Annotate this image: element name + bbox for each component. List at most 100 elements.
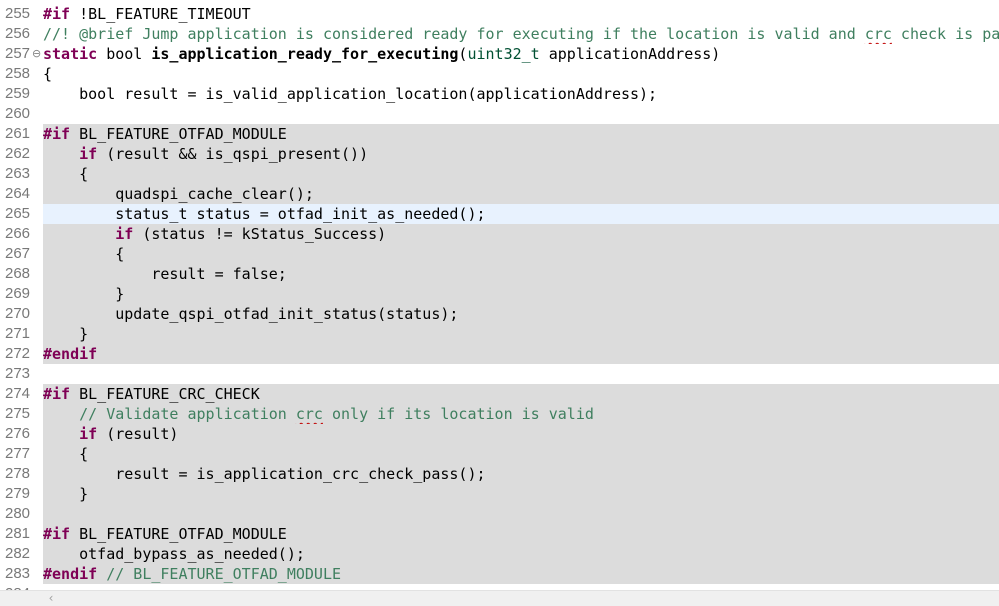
code-line[interactable]: 272#endif [0, 344, 999, 364]
code-token: (result) [97, 425, 179, 443]
code-token: result = is_application_crc_check_pass()… [43, 465, 486, 483]
code-line[interactable]: 277 { [0, 444, 999, 464]
line-number: 260 [0, 104, 42, 124]
code-text[interactable]: otfad_bypass_as_needed(); [43, 544, 999, 564]
line-number: 265 [0, 204, 42, 224]
code-text[interactable] [43, 504, 999, 524]
code-text[interactable]: #if BL_FEATURE_OTFAD_MODULE [43, 124, 999, 144]
code-line[interactable]: 268 result = false; [0, 264, 999, 284]
code-token: is_application_ready_for_executing [151, 45, 459, 63]
code-text[interactable]: //! @brief Jump application is considere… [43, 24, 999, 44]
code-line[interactable]: 261#if BL_FEATURE_OTFAD_MODULE [0, 124, 999, 144]
code-text[interactable]: } [43, 324, 999, 344]
line-number: 263 [0, 164, 42, 184]
code-line[interactable]: 259 bool result = is_valid_application_l… [0, 84, 999, 104]
code-text[interactable] [43, 364, 999, 384]
code-text[interactable]: #if BL_FEATURE_CRC_CHECK [43, 384, 999, 404]
code-line[interactable]: 267 { [0, 244, 999, 264]
code-line[interactable]: 283#endif // BL_FEATURE_OTFAD_MODULE [0, 564, 999, 584]
line-number: 279 [0, 484, 42, 504]
code-token [43, 145, 79, 163]
code-text[interactable]: if (result && is_qspi_present()) [43, 144, 999, 164]
code-token: { [43, 445, 89, 463]
code-line[interactable]: 279 } [0, 484, 999, 504]
line-number: 273 [0, 364, 42, 384]
code-line[interactable]: 271 } [0, 324, 999, 344]
code-token: (result && is_qspi_present()) [97, 145, 369, 163]
code-token: only if its location is valid [322, 405, 594, 423]
code-text[interactable]: if (result) [43, 424, 999, 444]
code-line[interactable]: 260 [0, 104, 999, 124]
code-text[interactable]: #endif // BL_FEATURE_OTFAD_MODULE [43, 564, 999, 584]
code-text[interactable]: #endif [43, 344, 999, 364]
code-line[interactable]: 274#if BL_FEATURE_CRC_CHECK [0, 384, 999, 404]
code-text[interactable]: result = false; [43, 264, 999, 284]
code-text[interactable]: if (status != kStatus_Success) [43, 224, 999, 244]
code-line[interactable]: 275 // Validate application crc only if … [0, 404, 999, 424]
code-line[interactable]: 280 [0, 504, 999, 524]
code-text[interactable]: static bool is_application_ready_for_exe… [43, 44, 999, 64]
code-text[interactable]: { [43, 64, 999, 84]
code-line[interactable]: 270 update_qspi_otfad_init_status(status… [0, 304, 999, 324]
code-token: #if [43, 385, 71, 403]
code-text[interactable]: // Validate application crc only if its … [43, 404, 999, 424]
code-token: { [43, 65, 53, 83]
code-token: bool result = is_valid_application_locat… [43, 85, 658, 103]
code-text[interactable] [43, 104, 999, 124]
code-text[interactable]: quadspi_cache_clear(); [43, 184, 999, 204]
code-text[interactable]: status_t status = otfad_init_as_needed()… [43, 204, 999, 224]
code-line[interactable]: 282 otfad_bypass_as_needed(); [0, 544, 999, 564]
code-line[interactable]: 276 if (result) [0, 424, 999, 444]
code-token: } [43, 485, 89, 503]
code-token: check is pass [900, 25, 999, 43]
code-line[interactable]: 281#if BL_FEATURE_OTFAD_MODULE [0, 524, 999, 544]
code-line[interactable]: 264 quadspi_cache_clear(); [0, 184, 999, 204]
line-number: 259 [0, 84, 42, 104]
code-line[interactable]: 263 { [0, 164, 999, 184]
code-line[interactable]: 258{ [0, 64, 999, 84]
code-line[interactable]: 256//! @brief Jump application is consid… [0, 24, 999, 44]
code-text[interactable]: #if !BL_FEATURE_TIMEOUT [43, 4, 999, 24]
code-token: BL_FEATURE_OTFAD_MODULE [70, 125, 287, 143]
code-text[interactable]: } [43, 484, 999, 504]
code-text[interactable]: result = is_application_crc_check_pass()… [43, 464, 999, 484]
code-text[interactable]: { [43, 164, 999, 184]
line-number: 264 [0, 184, 42, 204]
fold-collapse-icon[interactable]: ⊖ [32, 47, 42, 60]
code-token: { [43, 165, 89, 183]
code-token: #endif [43, 345, 98, 363]
code-token: status_t status = otfad_init_as_needed()… [43, 205, 486, 223]
code-token: #if [43, 5, 71, 23]
code-token: if [79, 425, 98, 443]
code-text[interactable]: bool result = is_valid_application_locat… [43, 84, 999, 104]
code-line[interactable]: 262 if (result && is_qspi_present()) [0, 144, 999, 164]
code-token: #endif [43, 565, 98, 583]
code-token: quadspi_cache_clear(); [43, 185, 314, 203]
code-line[interactable]: 273 [0, 364, 999, 384]
code-token: BL_FEATURE_CRC_CHECK [70, 385, 260, 403]
line-number: 277 [0, 444, 42, 464]
code-token [43, 225, 115, 243]
code-text[interactable]: #if BL_FEATURE_OTFAD_MODULE [43, 524, 999, 544]
code-line[interactable]: 265 status_t status = otfad_init_as_need… [0, 204, 999, 224]
line-number: 271 [0, 324, 42, 344]
horizontal-scrollbar[interactable]: ‹ [0, 590, 999, 606]
code-text[interactable]: } [43, 284, 999, 304]
code-text[interactable]: { [43, 244, 999, 264]
code-text[interactable]: { [43, 444, 999, 464]
code-token [43, 425, 79, 443]
line-number: 278 [0, 464, 42, 484]
code-token: } [43, 325, 89, 343]
line-number: 268 [0, 264, 42, 284]
code-text[interactable]: update_qspi_otfad_init_status(status); [43, 304, 999, 324]
scroll-left-arrow-icon[interactable]: ‹ [48, 591, 54, 605]
code-line[interactable]: 278 result = is_application_crc_check_pa… [0, 464, 999, 484]
code-line[interactable]: 257⊖static bool is_application_ready_for… [0, 44, 999, 64]
code-line[interactable]: 266 if (status != kStatus_Success) [0, 224, 999, 244]
code-line[interactable]: 255#if !BL_FEATURE_TIMEOUT [0, 4, 999, 24]
code-line[interactable]: 269 } [0, 284, 999, 304]
line-number: 262 [0, 144, 42, 164]
code-token: // BL_FEATURE_OTFAD_MODULE [106, 565, 342, 583]
